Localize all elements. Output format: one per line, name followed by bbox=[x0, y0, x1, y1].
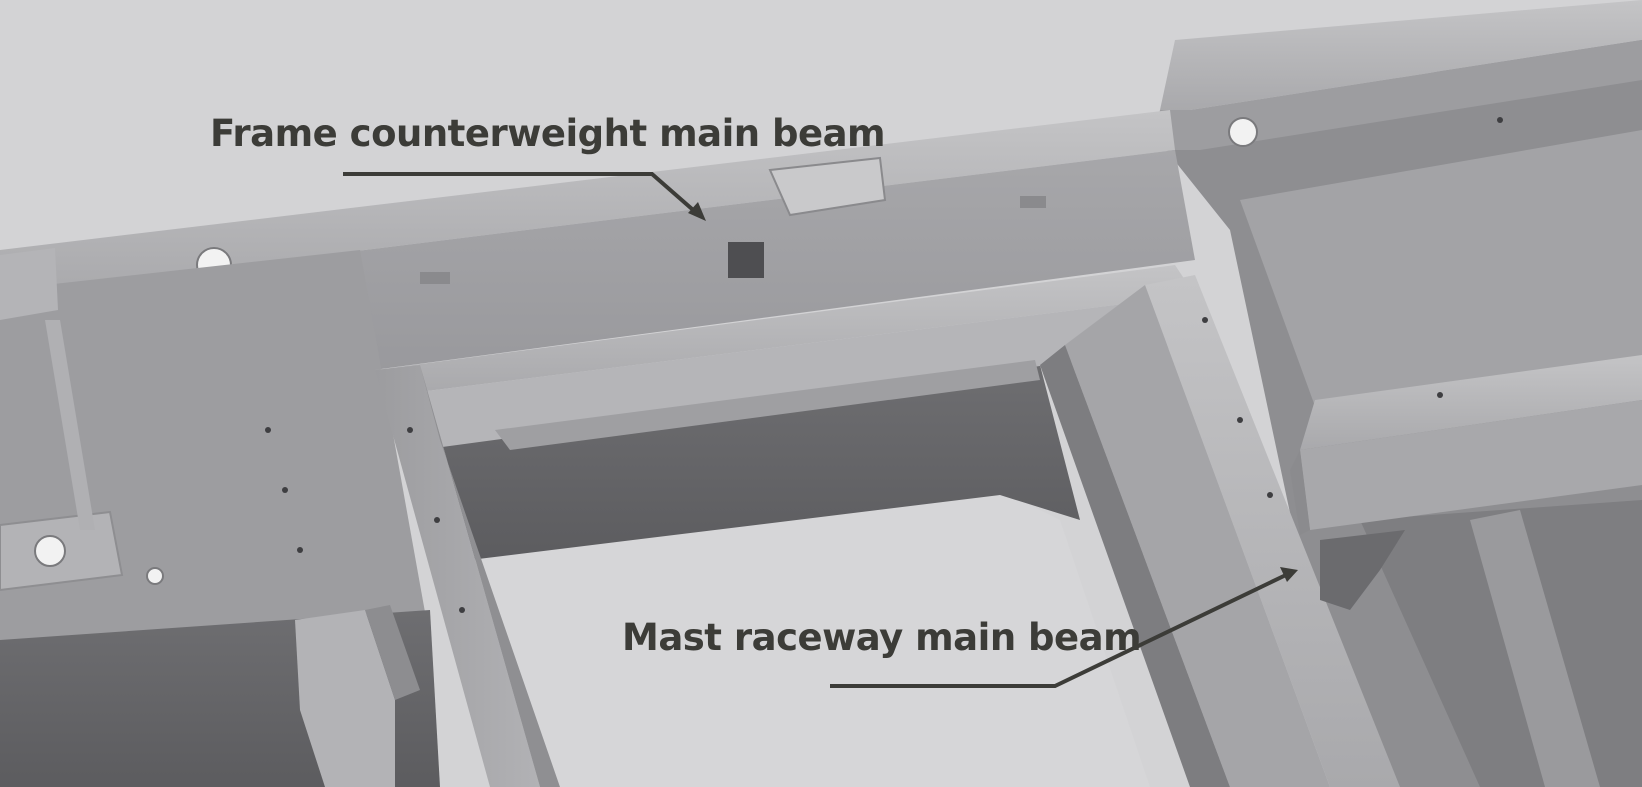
bolt-hole bbox=[34, 535, 66, 567]
right-vertical-plate bbox=[1470, 510, 1600, 787]
left-rib bbox=[45, 320, 95, 530]
opening-shadow bbox=[440, 365, 1080, 560]
right-ledge-end bbox=[1290, 450, 1310, 535]
bolt-hole bbox=[146, 567, 164, 585]
right-top-flange bbox=[1160, 0, 1642, 110]
beam-slot bbox=[728, 242, 764, 278]
right-bracket bbox=[1320, 530, 1405, 610]
right-top-flange-face bbox=[1150, 40, 1642, 150]
right-ledge-face bbox=[1300, 400, 1642, 530]
right-inner-wall bbox=[1240, 130, 1642, 420]
mast-raceway-label: Mast raceway main beam bbox=[622, 616, 1142, 659]
left-block-face bbox=[365, 605, 420, 700]
frame-opening bbox=[470, 490, 1150, 787]
post-holes bbox=[265, 117, 1503, 613]
mast-crossbar-face bbox=[395, 295, 1195, 450]
left-bracket bbox=[0, 248, 58, 320]
mast-crossbar-lip bbox=[495, 360, 1040, 450]
mast-crossbar-top bbox=[375, 265, 1195, 395]
beam-tab bbox=[1020, 196, 1046, 208]
left-block bbox=[295, 610, 395, 787]
mast-left-post bbox=[375, 365, 540, 787]
beam-tab bbox=[420, 272, 450, 284]
beam-notch bbox=[768, 156, 887, 217]
mast-raceway-post-top bbox=[1145, 275, 1400, 787]
frame-counterweight-label: Frame counterweight main beam bbox=[210, 112, 886, 155]
bolt-hole bbox=[1228, 117, 1258, 147]
right-ledge-top bbox=[1300, 355, 1642, 450]
